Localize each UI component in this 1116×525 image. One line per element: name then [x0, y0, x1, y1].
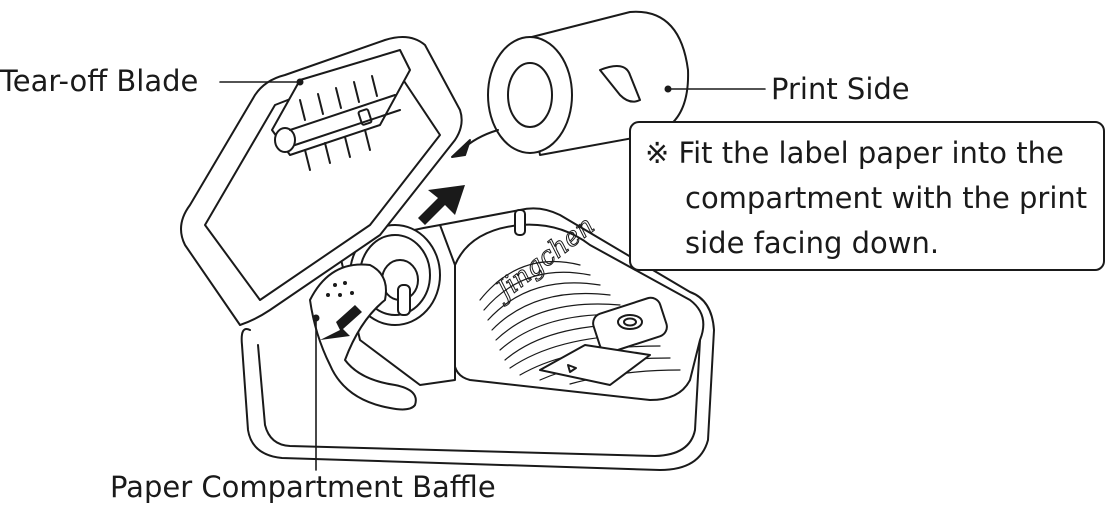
paper-compartment-baffle-label: Paper Compartment Baffle: [110, 470, 496, 504]
baffle-dots: [326, 281, 354, 297]
print-side-label: Print Side: [771, 72, 910, 106]
tear-off-blade-label: Tear-off Blade: [0, 64, 199, 98]
paper-compartment-baffle: [309, 263, 417, 411]
tear-off-blade: [271, 49, 411, 171]
label-paper-roll: [487, 10, 690, 156]
insert-arrow-curved: [451, 129, 499, 158]
status-plate: [539, 344, 651, 386]
lift-arrow: [418, 185, 465, 225]
instruction-note: ※ Fit the label paper into the compartme…: [629, 121, 1105, 271]
power-button-icon: [617, 314, 643, 330]
printer-base-inner: [257, 339, 701, 457]
note-line-3: side facing down.: [685, 226, 940, 260]
printer-lid: [180, 35, 463, 326]
baffle-arrow: [320, 305, 362, 340]
spool-pin: [514, 209, 526, 236]
note-line-1: ※ Fit the label paper into the: [645, 136, 1064, 170]
note-line-2: compartment with the print: [685, 181, 1088, 215]
